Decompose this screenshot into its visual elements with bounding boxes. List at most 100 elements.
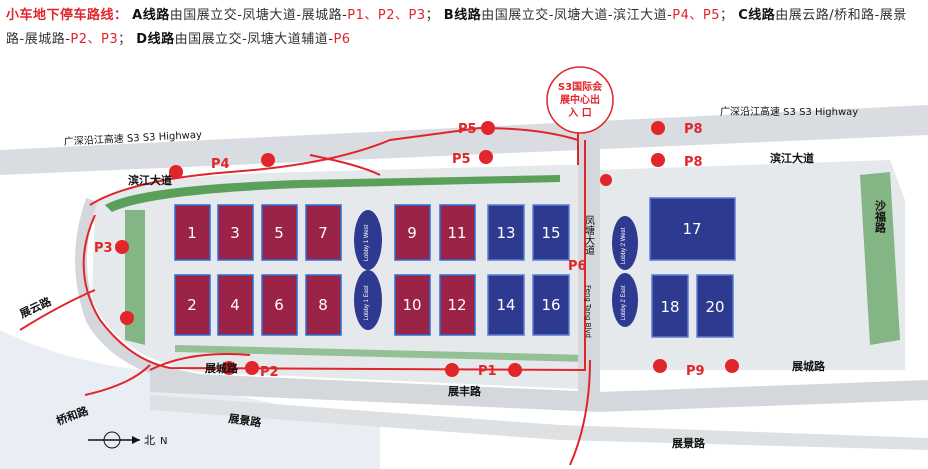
s3-exit-line1: S3国际会: [558, 80, 602, 93]
venue-map: Lobby 1 West Lobby 1 East Lobby 2 West L…: [0, 60, 928, 469]
hall-3: [217, 204, 254, 261]
compass-letter: N: [160, 436, 167, 447]
route-line-loop: [82, 140, 586, 372]
hall-14: [487, 274, 525, 336]
hall-number: 10: [402, 296, 421, 314]
hall-4: [217, 274, 254, 336]
road-label-zhanjing-left: 展景路: [227, 411, 264, 430]
route-a: A线路由国展立交-凤塘大道-展城路-P1、P2、P3；: [132, 8, 440, 23]
hall-17: [649, 197, 736, 261]
arrow-icon: [651, 121, 665, 135]
parking-label-p5: P5: [458, 122, 477, 137]
s3-exit-line3: 入 口: [568, 107, 591, 119]
hall-8: [305, 274, 342, 336]
hall-number: 5: [274, 224, 284, 242]
parking-label-p6: P6: [568, 259, 587, 274]
lobby-label: Lobby 2 East: [621, 285, 627, 320]
lobby-1-west: [354, 210, 382, 270]
road-label-highway-right: 广深沿江高速 S3 S3 Highway: [720, 105, 858, 118]
hall-15: [532, 204, 570, 261]
route-line-qiaohe: [84, 364, 151, 396]
parking-label-p2: P2: [260, 365, 279, 380]
lobby-label: Lobby 1 East: [364, 285, 370, 320]
hall-11: [439, 204, 476, 261]
lobby-2-west: [612, 216, 638, 270]
arrow-icon: [653, 359, 667, 373]
road-label-shafu: 沙福路: [874, 200, 888, 234]
route-line-west-in: [19, 289, 96, 331]
hall-number: 6: [274, 296, 284, 314]
parking-label-p8: P8: [684, 155, 703, 170]
road-label-binjiang-left: 滨江大道: [128, 173, 172, 187]
hall-number: 7: [318, 224, 328, 242]
route-b: B线路由国展立交-凤塘大道-滨江大道-P4、P5；: [443, 8, 734, 23]
blue-halls: [487, 197, 736, 338]
road-label-fengtang-en: Feng Tang Blvd: [584, 285, 592, 338]
route-line-south: [569, 359, 591, 466]
hall-number: 13: [496, 224, 515, 242]
red-halls: [174, 204, 476, 336]
hall-10: [394, 274, 431, 336]
hall-number: 16: [541, 296, 560, 314]
hall-number: 8: [318, 296, 328, 314]
lobby-label: Lobby 2 West: [621, 227, 627, 264]
hall-number: 18: [660, 298, 679, 316]
hall-number: 4: [230, 296, 240, 314]
site-east: [600, 160, 905, 370]
hall-number: 9: [407, 224, 417, 242]
header-title: 小车地下停车路线：: [6, 8, 128, 23]
arrow-icon: [481, 121, 495, 135]
fengtang-road: [578, 110, 600, 410]
hall-number: 3: [230, 224, 240, 242]
hall-number: 15: [541, 224, 560, 242]
hall-number: 12: [447, 296, 466, 314]
hall-7: [305, 204, 342, 261]
compass: 北 N: [88, 431, 167, 449]
lobby-2-east: [612, 273, 638, 327]
hall-20: [696, 274, 734, 338]
hall-1: [174, 204, 211, 261]
highway-band: [0, 105, 928, 175]
parking-label-p1: P1: [478, 364, 497, 379]
arrow-icon: [445, 363, 459, 377]
hall-number: 11: [447, 224, 466, 242]
arrow-icon: [120, 311, 134, 325]
arrow-icon: [169, 165, 183, 179]
hall-6: [261, 274, 298, 336]
parking-label-p4: P4: [211, 157, 230, 172]
road-label-fengtang: 凤塘大道: [583, 215, 595, 255]
arrow-icon: [725, 359, 739, 373]
hall-16: [532, 274, 570, 336]
parking-route-header: 小车地下停车路线： A线路由国展立交-凤塘大道-展城路-P1、P2、P3； B线…: [6, 4, 922, 52]
hall-number: 14: [496, 296, 515, 314]
arrow-icon: [115, 240, 129, 254]
parking-label-p3: P3: [94, 241, 113, 256]
lobby-label: Lobby 1 West: [364, 224, 370, 261]
parking-label-p8: P8: [684, 122, 703, 137]
parking-label-p9: P9: [686, 364, 705, 379]
road-label-binjiang-right: 滨江大道: [770, 151, 814, 165]
road-label-zhancheng-left: 展城路: [204, 361, 239, 375]
route-d: D线路由国展立交-凤塘大道辅道-P6: [136, 32, 351, 47]
hall-2: [174, 274, 211, 336]
arrow-icon: [245, 361, 259, 375]
hall-18: [651, 274, 689, 338]
compass-label: 北: [144, 434, 155, 447]
route-line-zhanyun: [149, 353, 251, 371]
hall-13: [487, 204, 525, 261]
arrow-icon: [508, 363, 522, 377]
road-label-zhanjing-right: 展景路: [671, 436, 706, 450]
road-label-zhancheng-right: 展城路: [791, 359, 826, 373]
hall-number: 20: [705, 298, 724, 316]
hall-number: 1: [187, 224, 197, 242]
parking-label-p5: P5: [452, 152, 471, 167]
route-c: C线路由展云路/桥和路-展景路-展城路-P2、P3；: [6, 8, 907, 47]
arrow-icon: [222, 361, 236, 375]
arrow-icon: [479, 150, 493, 164]
hall-9: [394, 204, 431, 261]
s3-exit-line2: 展中心出: [560, 93, 600, 106]
hall-number: 17: [682, 220, 701, 238]
arrow-icon: [261, 153, 275, 167]
hall-number: 2: [187, 296, 197, 314]
road-label-zhanfeng: 展丰路: [447, 384, 482, 398]
